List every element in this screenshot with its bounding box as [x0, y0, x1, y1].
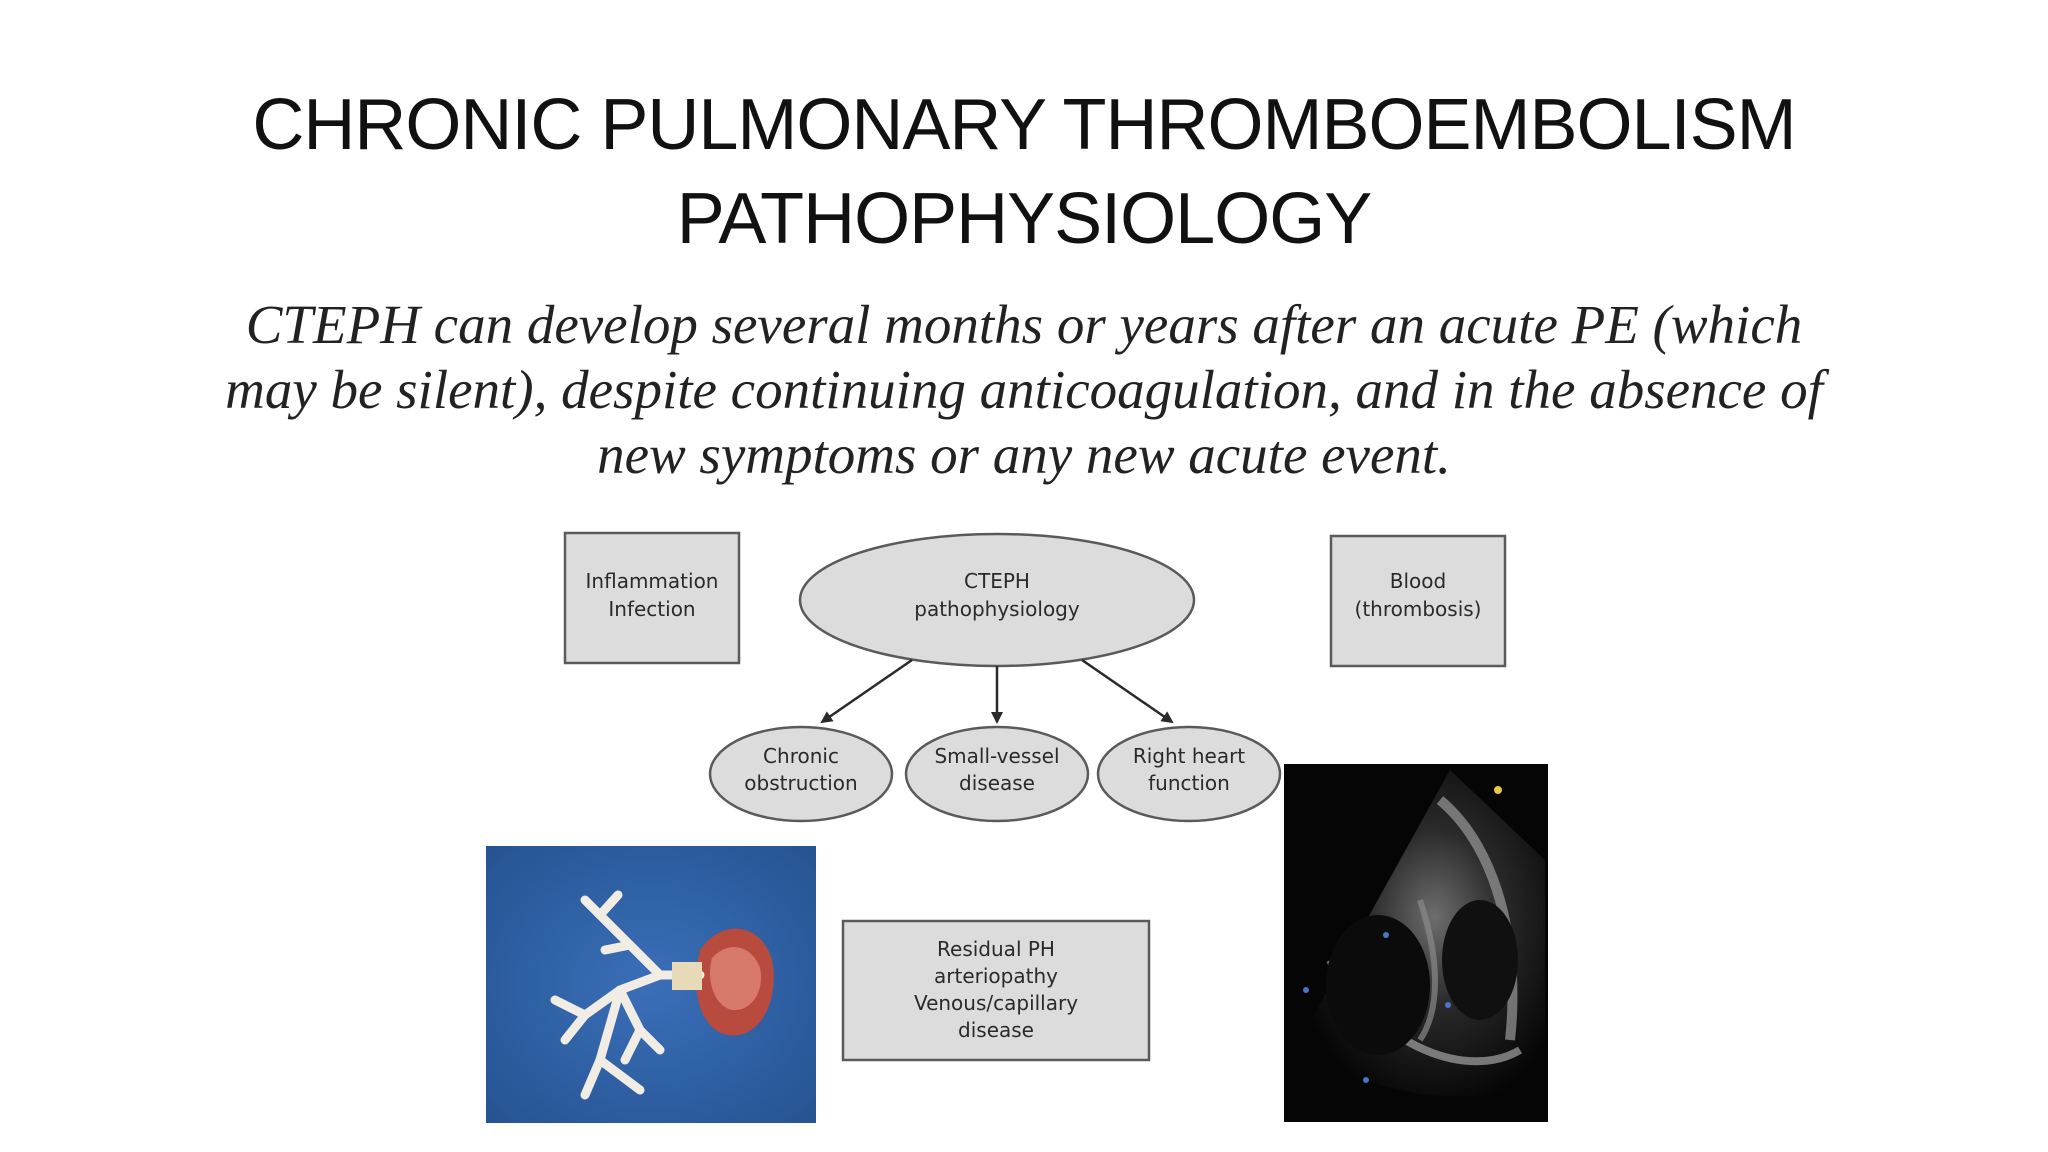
- residual-ph-box: Residual PH arteriopathy Venous/capillar…: [841, 919, 1151, 1062]
- chronic-line-1: Chronic: [763, 744, 839, 768]
- chronic-line-2: obstruction: [744, 771, 857, 795]
- inflammation-box-line-1: Inflammation: [586, 569, 719, 593]
- inflammation-infection-box: Inflammation Infection: [563, 531, 741, 665]
- echocardiogram-image: [1284, 764, 1548, 1122]
- small-vessel-line-2: disease: [959, 771, 1035, 795]
- thrombus-specimen-photo: [486, 846, 816, 1123]
- subtitle-line-1: CTEPH can develop several months or year…: [245, 294, 1803, 355]
- title-line-2: PATHOPHYSIOLOGY: [676, 179, 1373, 259]
- title-line-1: CHRONIC PULMONARY THROMBOEMBOLISM: [252, 85, 1796, 165]
- right-heart-line-2: function: [1148, 771, 1230, 795]
- chronic-obstruction-ellipse: Chronic obstruction: [708, 725, 894, 823]
- arrow-to-chronic-obstruction: [820, 658, 913, 724]
- residual-line-1: Residual PH: [937, 937, 1055, 961]
- arrow-to-right-heart-function: [1081, 658, 1174, 724]
- blood-box-line-1: Blood: [1390, 569, 1446, 593]
- residual-line-3: Venous/capillary: [914, 991, 1078, 1015]
- inflammation-box-line-2: Infection: [608, 597, 695, 621]
- residual-line-4: disease: [958, 1018, 1034, 1042]
- slide-title: CHRONIC PULMONARY THROMBOEMBOLISM PATHOP…: [0, 78, 2048, 266]
- right-heart-line-1: Right heart: [1133, 744, 1245, 768]
- subtitle-line-3: new symptoms or any new acute event.: [597, 424, 1451, 485]
- slide-subtitle: CTEPH can develop several months or year…: [150, 292, 1898, 487]
- blood-thrombosis-box: Blood (thrombosis): [1329, 534, 1507, 668]
- residual-line-2: arteriopathy: [934, 964, 1058, 988]
- small-vessel-line-1: Small-vessel: [934, 744, 1059, 768]
- center-line-2: pathophysiology: [914, 597, 1080, 621]
- cteph-center-ellipse: CTEPH pathophysiology: [798, 532, 1196, 668]
- blood-box-line-2: (thrombosis): [1355, 597, 1482, 621]
- center-line-1: CTEPH: [964, 569, 1030, 593]
- right-heart-function-ellipse: Right heart function: [1096, 725, 1282, 823]
- subtitle-line-2: may be silent), despite continuing antic…: [225, 359, 1823, 420]
- small-vessel-disease-ellipse: Small-vessel disease: [904, 725, 1090, 823]
